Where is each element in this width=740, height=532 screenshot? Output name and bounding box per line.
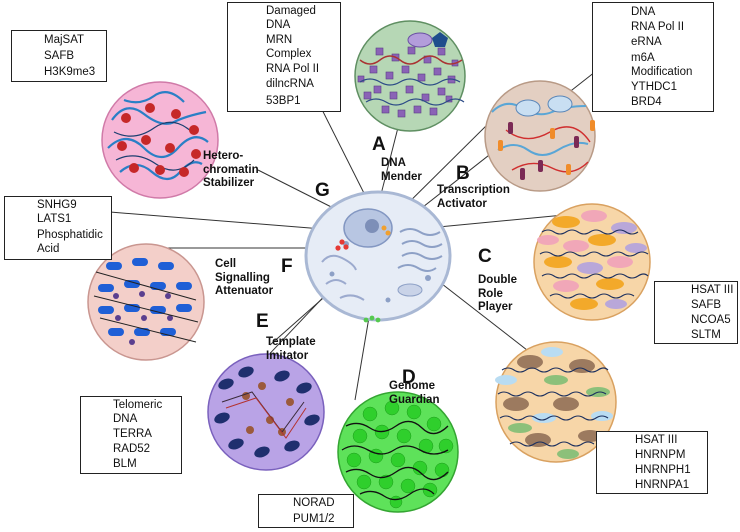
label-letter-e: E <box>256 311 269 332</box>
legend-item: RAD52 <box>113 443 151 455</box>
central-cell <box>304 190 452 323</box>
circle-dna-mender <box>354 20 466 132</box>
label-letter-g: G <box>315 180 330 201</box>
legend-item: SLTM <box>691 329 721 341</box>
legend-item: DNA <box>113 413 138 425</box>
label-role-f: Cell Signalling Attenuator <box>215 258 274 297</box>
circle-double-role-player-1 <box>533 203 651 321</box>
label-role-a: DNA Mender <box>381 157 422 183</box>
label-letter-a: A <box>372 134 386 155</box>
legend-item: BRD4 <box>631 96 662 108</box>
legend-item: HSAT III <box>635 434 678 446</box>
legend-item: MajSAT <box>44 34 85 46</box>
legend-item: dilncRNA <box>266 78 314 90</box>
legend-item: TERRA <box>113 428 152 440</box>
legend-item: HNRNPM <box>635 449 686 461</box>
legend-item: HNRNPH1 <box>635 464 691 476</box>
legend-item: MRN <box>266 34 293 46</box>
label-role-g: Hetero- chromatin Stabilizer <box>203 150 259 189</box>
legend-item: BLM <box>113 458 137 470</box>
label-role-c: Double Role Player <box>478 274 517 313</box>
legend-item: RNA Pol II <box>631 21 685 33</box>
circle-cell-signalling-attenuator <box>87 243 205 361</box>
label-role-b: Transcription Activator <box>437 184 510 210</box>
legend-dna-mender: Damaged DNA MRN Complex RNA Pol II dilnc… <box>227 2 341 112</box>
legend-item: SNHG9 <box>37 199 77 211</box>
legend-template-imitator: Telomeric DNA TERRA RAD52 BLM <box>80 396 182 474</box>
label-letter-d: D <box>402 367 416 388</box>
label-letter-c: C <box>478 246 492 267</box>
legend-item: 53BP1 <box>266 95 301 107</box>
legend-cell-signalling-attenuator: SNHG9 LATS1 Phosphatidic Acid <box>4 196 112 260</box>
legend-transcription-activator: DNA RNA Pol II eRNA m6A Modification YTH… <box>592 2 714 112</box>
label-role-d: Genome Guardian <box>389 380 440 406</box>
legend-item: DNA <box>266 19 291 31</box>
label-letter-f: F <box>281 256 293 277</box>
circle-double-role-player-2 <box>495 341 617 463</box>
legend-item: LATS1 <box>37 213 72 225</box>
legend-item: eRNA <box>631 36 662 48</box>
legend-item: HNRNPA1 <box>635 479 690 491</box>
legend-heterochromatin-stabilizer: MajSAT SAFB H3K9me3 <box>11 30 107 82</box>
legend-item: Telomeric <box>113 399 163 411</box>
legend-item: DNA <box>631 6 656 18</box>
circle-genome-guardian <box>337 391 459 513</box>
legend-genome-guardian: NORAD PUM1/2 <box>258 494 354 528</box>
legend-item: Damaged <box>266 5 316 17</box>
legend-double-role-player-2: HSAT III HNRNPM HNRNPH1 HNRNPA1 <box>596 431 708 494</box>
legend-item: SAFB <box>691 299 722 311</box>
legend-item: HSAT III <box>691 284 734 296</box>
legend-item: H3K9me3 <box>44 66 96 78</box>
circle-transcription-activator <box>484 80 596 192</box>
legend-item: Acid <box>37 243 60 255</box>
circle-template-imitator <box>207 353 325 471</box>
legend-item: SAFB <box>44 50 75 62</box>
legend-double-role-player-1: HSAT III SAFB NCOA5 SLTM <box>654 281 738 344</box>
legend-item: Modification <box>631 66 693 78</box>
legend-item: NCOA5 <box>691 314 731 326</box>
label-role-e: Template Imitator <box>266 336 316 362</box>
legend-item: NORAD <box>293 497 335 509</box>
label-letter-b: B <box>456 163 470 184</box>
legend-item: m6A <box>631 52 655 64</box>
legend-item: Complex <box>266 48 312 60</box>
legend-item: YTHDC1 <box>631 81 678 93</box>
legend-item: PUM1/2 <box>293 513 335 525</box>
circle-heterochromatin-stabilizer <box>101 81 219 199</box>
legend-item: Phosphatidic <box>37 229 103 241</box>
legend-item: RNA Pol II <box>266 63 320 75</box>
